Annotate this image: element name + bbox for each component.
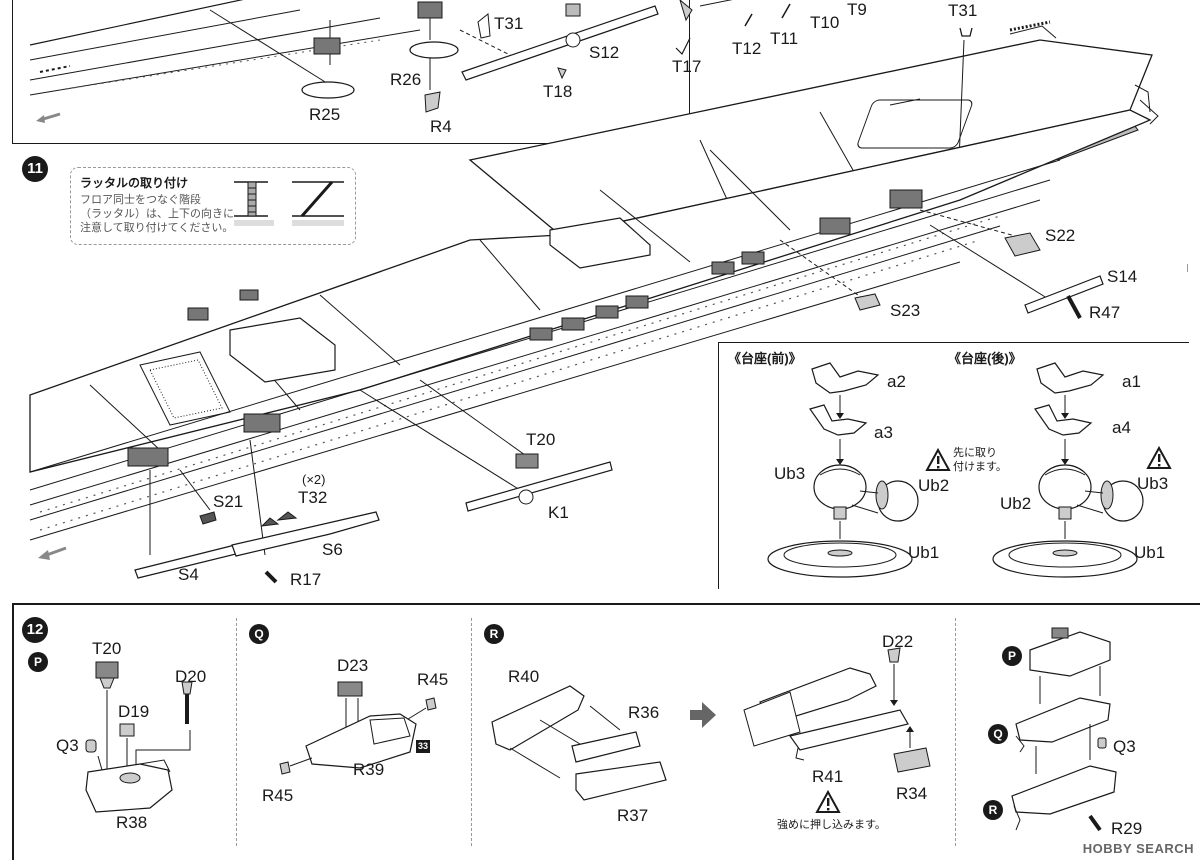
divider-r-assembly: [955, 618, 956, 846]
warning-icon-push: [815, 789, 841, 813]
assembly-badge-r: R: [983, 800, 1003, 820]
label-p-q3: Q3: [56, 736, 79, 755]
label-q-d23: D23: [337, 656, 369, 675]
label-k1: K1: [548, 503, 569, 522]
ladder-note-line3: 注意して取り付けてください。: [80, 222, 234, 234]
assembly-badge-q: Q: [988, 724, 1008, 744]
label-s14: S14: [1107, 267, 1138, 286]
push-note: 強めに押し込みます。: [777, 819, 886, 831]
divider-qr: [471, 618, 472, 846]
label-q-r45-top: R45: [417, 670, 449, 689]
divider-pq: [236, 618, 237, 846]
label-t9: T9: [847, 0, 867, 19]
arrow-right-icon: [690, 702, 716, 728]
label-t20: T20: [526, 430, 556, 449]
label-s23: S23: [890, 301, 921, 320]
label-r47: R47: [1089, 303, 1121, 322]
label-r25: R25: [309, 105, 341, 124]
label-s22: S22: [1045, 226, 1076, 245]
label-p-d19: D19: [118, 702, 150, 721]
ladder-note-line2: （ラッタル）は、上下の向きに: [80, 208, 234, 220]
sub-q-drawing: [279, 681, 437, 775]
label-r2-r41: R41: [812, 767, 844, 786]
label-assembly-q3: Q3: [1113, 737, 1136, 756]
ladder-note-line1: フロア同士をつなぐ階段: [80, 194, 201, 206]
label-a2: a2: [887, 372, 906, 391]
label-q-r45-bottom: R45: [262, 786, 294, 805]
label-assembly-r29: R29: [1111, 819, 1143, 838]
label-r17: R17: [290, 570, 322, 589]
warning-icon-rear: [1146, 445, 1172, 469]
label-p-t20: T20: [92, 639, 122, 658]
label-t31-right: T31: [948, 1, 978, 20]
warning-icon: [925, 447, 951, 471]
sub-r-drawing: [491, 685, 667, 801]
ladder-note-box: [70, 167, 356, 245]
sub-p-drawing: [85, 661, 193, 813]
label-r26: R26: [390, 70, 422, 89]
label-s6: S6: [322, 540, 343, 559]
step11-hull-drawing: [29, 109, 1152, 584]
label-s21: S21: [213, 492, 244, 511]
label-ub3-rear: Ub3: [1137, 474, 1169, 493]
mount-rear-drawing: [992, 362, 1144, 578]
label-s12: S12: [589, 43, 620, 62]
label-t31-top: T31: [494, 14, 524, 33]
label-t18: T18: [543, 82, 573, 101]
label-t11: T11: [770, 29, 799, 48]
mount-front-drawing: [767, 362, 919, 578]
label-t32: T32: [298, 488, 328, 507]
edge-mark: [1187, 264, 1188, 272]
ladder-note-title: ラッタルの取り付け: [80, 176, 189, 190]
label-p-d20: D20: [175, 667, 207, 686]
watermark-logo: HOBBY SEARCH: [1082, 841, 1194, 856]
label-t12: T12: [732, 39, 762, 58]
step-11-badge: 11: [22, 156, 48, 182]
mount-front-note2: 付けます。: [953, 461, 1007, 473]
label-a3: a3: [874, 423, 893, 442]
sub-badge-r: R: [484, 624, 504, 644]
assembly-badge-p: P: [1002, 646, 1022, 666]
label-r-r37: R37: [617, 806, 649, 825]
mount-front-title: 《台座(前)》: [728, 351, 802, 366]
step12-left-border: [12, 603, 14, 860]
sub-badge-q: Q: [249, 624, 269, 644]
label-r2-r34: R34: [896, 784, 928, 803]
top-panel: [12, 0, 690, 144]
label-q-r39: R39: [353, 760, 385, 779]
label-a1: a1: [1122, 372, 1141, 391]
label-ub1-rear: Ub1: [1134, 543, 1166, 562]
ref-number-33: 33: [416, 740, 430, 753]
sub-r2-drawing: [743, 647, 931, 773]
assembly-drawing: [1011, 627, 1117, 832]
sub-badge-p: P: [28, 652, 48, 672]
label-a4: a4: [1112, 418, 1131, 437]
step12-top-border: [12, 603, 1200, 605]
label-ub1-front: Ub1: [908, 543, 940, 562]
label-r2-d22: D22: [882, 632, 914, 651]
label-t10: T10: [810, 13, 840, 32]
label-p-r38: R38: [116, 813, 148, 832]
label-x2: (×2): [302, 472, 326, 487]
step-12-badge: 12: [22, 617, 48, 643]
mount-inset-box: [718, 342, 1189, 589]
label-s4: S4: [178, 565, 199, 584]
label-t17: T17: [672, 57, 702, 76]
label-r-r36: R36: [628, 703, 660, 722]
ladder-illustration: [234, 181, 344, 226]
top-hull-drawing: [29, 0, 1159, 236]
mount-rear-title: 《台座(後)》: [948, 351, 1022, 366]
label-ub3-front: Ub3: [774, 464, 806, 483]
label-ub2-front: Ub2: [918, 476, 950, 495]
label-ub2-rear: Ub2: [1000, 494, 1032, 513]
mount-front-note1: 先に取り: [953, 447, 997, 459]
label-r4: R4: [430, 117, 452, 136]
label-r-r40: R40: [508, 667, 540, 686]
